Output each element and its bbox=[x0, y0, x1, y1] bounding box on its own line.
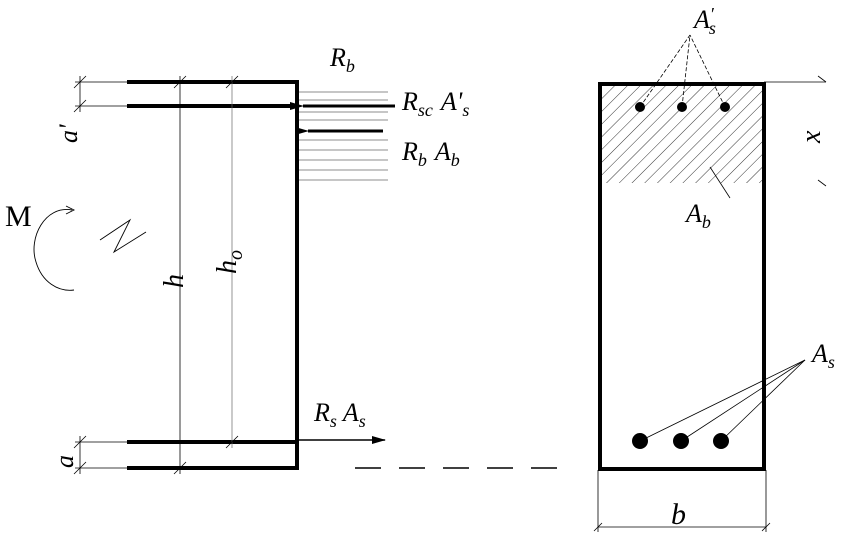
left-dimensions bbox=[73, 75, 239, 475]
leader-lines bbox=[639, 34, 806, 442]
section-outline bbox=[598, 82, 766, 471]
svg-text:As: As bbox=[810, 339, 835, 372]
x-label: x bbox=[796, 130, 827, 144]
rsas-label: R bbox=[313, 398, 330, 427]
compression-zone-hatch bbox=[600, 85, 764, 183]
a-label: a bbox=[50, 455, 79, 468]
svg-text:ho: ho bbox=[212, 250, 247, 274]
h-label: h bbox=[159, 274, 190, 288]
break-line bbox=[99, 218, 147, 254]
rbab-label: R bbox=[401, 137, 418, 166]
beam-elevation bbox=[127, 80, 299, 470]
right-dimensions bbox=[593, 75, 827, 532]
svg-text:Ab: Ab bbox=[684, 199, 711, 232]
as-label: A bbox=[810, 339, 828, 368]
svg-text:Rb: Rb bbox=[329, 43, 355, 76]
a-prime-label: a' bbox=[54, 124, 83, 143]
ab-label: A bbox=[684, 199, 702, 228]
svg-text:A′s: A′s bbox=[692, 4, 716, 38]
stress-block bbox=[299, 91, 388, 181]
moment-label: M bbox=[5, 200, 32, 233]
rsc-label: R bbox=[401, 87, 418, 116]
rb-label: R bbox=[329, 43, 346, 72]
b-label: b bbox=[671, 498, 686, 531]
cross-section bbox=[598, 82, 766, 471]
moment-symbol bbox=[33, 205, 76, 291]
as-prime-label: A bbox=[692, 5, 710, 34]
h0-label: h bbox=[212, 260, 243, 274]
